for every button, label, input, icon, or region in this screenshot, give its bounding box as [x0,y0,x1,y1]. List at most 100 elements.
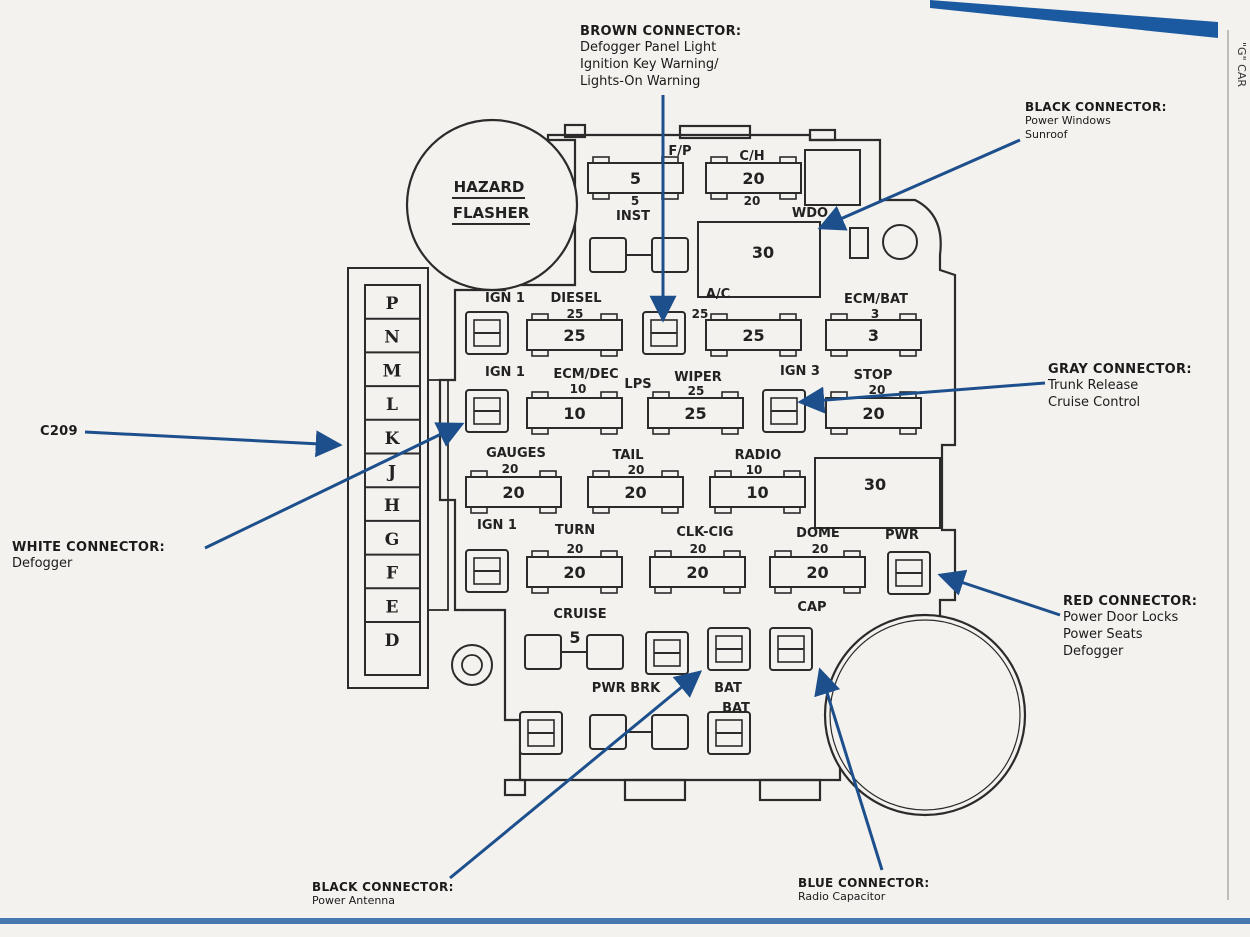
arrow-black-top [817,138,1021,231]
fuse-name-label: WDO [792,206,828,221]
terminal-label: CAP [797,600,826,615]
c209-pin-letter: F [386,564,398,584]
arrow-white [204,422,465,550]
fuse-rating: 3 [868,326,879,345]
fuse-name-label: A/C [706,287,730,302]
fuse-name-label: STOP [854,368,893,383]
terminal-label: PWR [885,528,919,543]
callout-line: Defogger [12,556,73,571]
fuse-rating: 10 [746,483,768,502]
fuse-turn: 20 [526,550,623,594]
fuse-rating-small: 3 [871,307,879,321]
fuse-rating: 20 [806,563,828,582]
fuse-rating: 10 [563,404,585,423]
fuse-rating: 30 [752,243,774,262]
fuse-gauges: 20 [465,470,562,514]
fuse-dome: 20 [769,550,866,594]
terminal-connector [645,631,689,675]
relay-top-right [804,149,861,206]
fuse-f-p: 5 [587,156,684,200]
terminal-label: BAT [714,681,742,696]
fuse-tail: 20 [587,470,684,514]
callout-title: RED CONNECTOR: [1063,594,1198,609]
terminal-label: IGN 1 [485,291,525,306]
plug-connector [589,714,689,750]
c209-pin-letter: H [384,496,400,516]
fuse-name-label: CRUISE [553,607,606,622]
c209-pin-letter: K [385,429,401,449]
fuse-rating-small: 20 [869,383,886,397]
fuse-ecm-bat: 3 [825,313,922,357]
fuse-radio: 10 [709,470,806,514]
arrow-gray [797,381,1046,414]
callout-title: WHITE CONNECTOR: [12,540,166,555]
fuse-name-label: ECM/DEC [553,367,618,382]
fuse-rating: 20 [624,483,646,502]
callout-title: BLACK CONNECTOR: [312,880,454,894]
callout-red-connector: RED CONNECTOR: Power Door Locks Power Se… [1063,594,1197,660]
fuse-name-label: TURN [555,523,595,538]
header-stripe [930,0,1218,38]
fuse-name-label: WIPER [674,370,722,385]
fuse-rating-small: 25 [692,307,709,321]
c209-pin-letter: N [384,328,400,348]
callout-black-connector-top: BLACK CONNECTOR: Power Windows Sunroof [1025,100,1167,142]
arrow-black-bottom [449,670,703,880]
fuse-name-label: TAIL [612,448,643,463]
fuse-rating: 30 [864,475,886,494]
terminal-connector [707,711,751,755]
arrow-red [937,569,1061,617]
callout-title: BLACK CONNECTOR: [1025,100,1167,114]
terminal-label: IGN 1 [477,518,517,533]
fuse-rating-small: 5 [631,194,639,208]
mount-hole-top [882,224,918,260]
terminal-label: IGN 3 [780,364,820,379]
callout-title: GRAY CONNECTOR: [1048,362,1192,377]
fuse-stop: 20 [825,391,922,435]
fuse-rating: 20 [862,404,884,423]
callout-blue-connector: BLUE CONNECTOR: Radio Capacitor [798,876,930,904]
mount-circle-right-inner [829,619,1021,811]
callout-gray-connector: GRAY CONNECTOR: Trunk Release Cruise Con… [1048,362,1192,411]
fuse-rating: 20 [502,483,524,502]
fuse-rating-small: 10 [570,382,587,396]
fuse-rating-small: 20 [628,463,645,477]
c209-pin-letter: J [386,463,396,483]
c209-pin-letter: M [383,361,402,381]
callout-black-connector-bottom: BLACK CONNECTOR: Power Antenna [312,880,454,908]
fuse-name-label: DIESEL [550,291,601,306]
callout-title: BLUE CONNECTOR: [798,876,930,890]
callout-line: Cruise Control [1048,395,1141,410]
callout-line: Power Antenna [312,894,396,907]
mount-circle-right [823,613,1027,817]
callout-line: Power Door Locks [1063,610,1179,625]
fuse-c-h: 20 [705,156,802,200]
c209-pin-letter: D [385,631,400,651]
callout-line: Radio Capacitor [798,890,886,903]
fuse-rating-small: 20 [812,542,829,556]
terminal-connector [465,549,509,593]
terminal-connector [769,627,813,671]
terminal-connector [519,711,563,755]
flasher-label-2: FLASHER [453,204,530,222]
terminal-label: BAT [722,701,750,716]
fuse-rating-small: 20 [690,542,707,556]
fuse-wiper: 25 [647,391,744,435]
fuse-rating: 5 [630,169,641,188]
fuse-rating: 20 [563,563,585,582]
fuse-name-label: RADIO [735,448,782,463]
fuse-rating-small: 10 [746,463,763,477]
fuse-rating-small: 25 [567,307,584,321]
fuse-rating-small: 20 [744,194,761,208]
plug-connector [524,634,624,670]
callout-line: Power Windows [1025,114,1111,127]
terminal-connector [465,389,509,433]
c209-pin-letter: G [385,530,400,550]
hazard-flasher-circle [405,118,579,292]
callout-line: Defogger Panel Light [580,40,717,55]
fuse-ecm-dec: 10 [526,391,623,435]
callout-line: Lights-On Warning [580,74,701,89]
c209-pin-letter: P [386,294,399,314]
callout-line: Trunk Release [1048,378,1139,393]
